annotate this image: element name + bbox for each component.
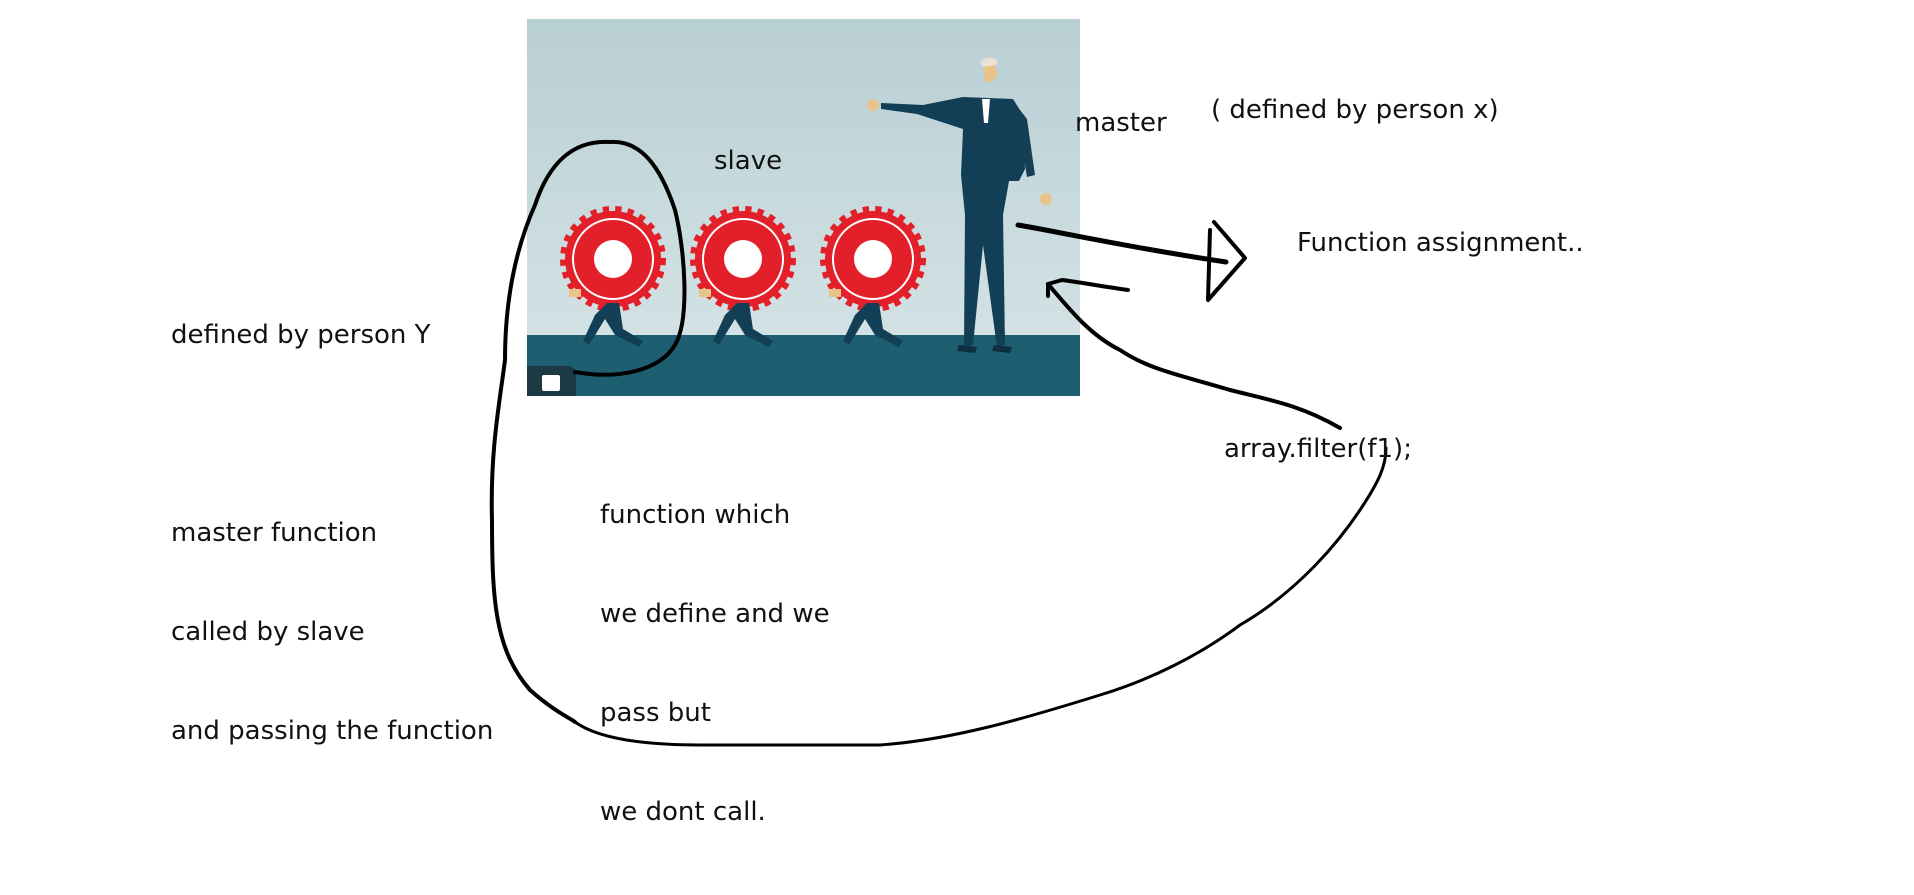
- left-note-line: ​: [171, 418, 493, 451]
- center-note-line: pass but: [600, 698, 711, 728]
- image-overlay-button[interactable]: [527, 366, 576, 396]
- gear-carrier-3: [820, 206, 926, 347]
- gear-carrier-2: [690, 206, 796, 347]
- left-note: defined by person Y ​ master function ca…: [171, 253, 493, 814]
- arrow-code-to-master: [1046, 282, 1342, 430]
- left-note-line: called by slave: [171, 617, 365, 647]
- master-label: master: [1075, 108, 1167, 138]
- center-note: function which we define and we pass but…: [600, 433, 830, 895]
- defined-by-x-label: ( defined by person x): [1211, 95, 1499, 125]
- master-slave-illustration: [527, 19, 1080, 396]
- code-label: array.filter(f1);: [1224, 434, 1412, 464]
- slave-label: slave: [714, 146, 783, 176]
- center-note-line: function which: [600, 500, 791, 530]
- pointing-man: [867, 57, 1052, 353]
- center-note-line: we define and we: [600, 599, 830, 629]
- left-note-line: master function: [171, 518, 378, 548]
- center-note-line: we dont call.: [600, 797, 766, 827]
- left-note-line: and passing the function: [171, 716, 494, 746]
- whiteboard-canvas: master ( defined by person x) slave Func…: [171, 19, 1584, 827]
- arrowhead-assignment: [1206, 220, 1247, 302]
- image-icon: [542, 375, 560, 391]
- function-assignment-label: Function assignment..: [1297, 228, 1584, 258]
- left-note-line: defined by person Y: [171, 320, 431, 350]
